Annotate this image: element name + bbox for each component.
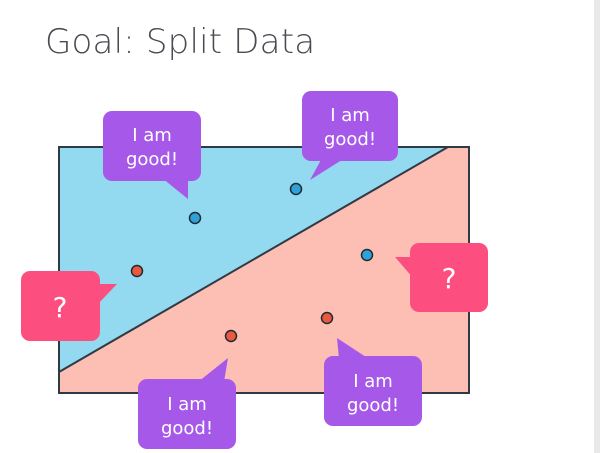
point-blue-2 [289, 182, 303, 196]
point-red-2 [224, 329, 238, 343]
bubble-text-line1: I am [132, 125, 172, 146]
bubble-text-line1: I am [167, 394, 207, 415]
speech-bubble-question-left: ? [21, 271, 117, 341]
bubble-text-line1: I am [330, 105, 370, 126]
slide-title: Goal: Split Data [45, 22, 316, 62]
speech-bubble-good-top-right: I am good! [302, 91, 398, 180]
divider-line [58, 146, 449, 373]
bubble-text-line2: good! [347, 395, 399, 416]
bubble-text-line2: good! [161, 418, 213, 439]
bottom-region [59, 147, 469, 393]
point-blue-3 [360, 248, 374, 262]
question-mark-text: ? [442, 262, 457, 295]
speech-bubble-good-bottom-left: I am good! [138, 358, 236, 449]
speech-bubble-good-top-left: I am good! [103, 111, 201, 199]
speech-bubble-good-bottom-right: I am good! [324, 338, 422, 426]
question-mark-text: ? [53, 291, 68, 324]
point-blue-1 [188, 211, 202, 225]
point-red-1 [130, 264, 144, 278]
bubble-text-line2: good! [324, 129, 376, 150]
slide-edge [594, 0, 600, 453]
bubble-text-line1: I am [353, 371, 393, 392]
point-red-3 [320, 311, 334, 325]
speech-bubble-question-right: ? [395, 243, 488, 312]
bubble-text-line2: good! [126, 149, 178, 170]
